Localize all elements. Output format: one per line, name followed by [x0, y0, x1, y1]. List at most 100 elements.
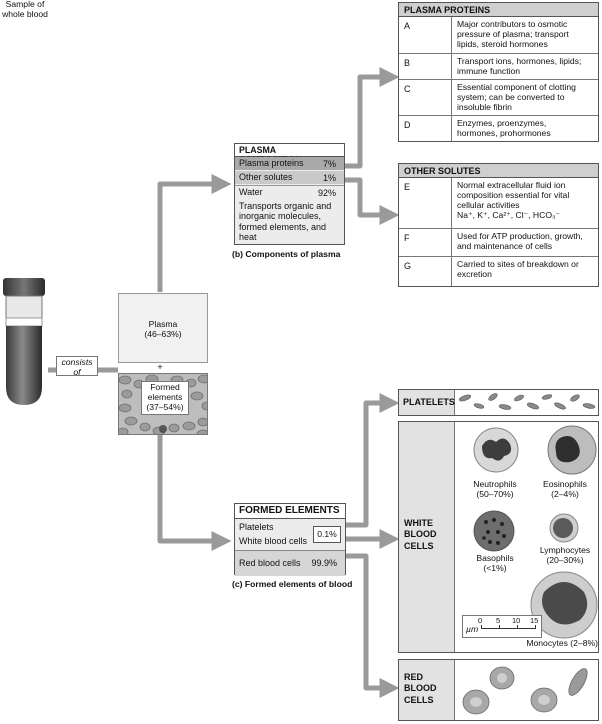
- desc-line: Carried to sites of breakdown or: [457, 259, 579, 269]
- plasma-composition-title: PLASMA COMPOSITION: [235, 144, 344, 165]
- column-divider: [451, 178, 452, 286]
- formed-row-rbc: Red blood cells 99.9%: [235, 550, 345, 576]
- scale-tick-label: 5: [496, 616, 501, 625]
- row-description: Essential component of clotting system; …: [457, 82, 594, 113]
- sample-label: Sample of whole blood: [0, 0, 50, 20]
- wbc-illustrations: [473, 425, 598, 639]
- sample-label-line1: Sample of: [5, 0, 45, 9]
- plasma-box: Plasma (46–63%): [118, 293, 208, 363]
- row-letter: A: [404, 21, 411, 31]
- water-note-line: inorganic molecules,: [239, 211, 322, 222]
- composition-row-solutes: Other solutes 1%: [235, 171, 344, 184]
- caption-components-of-plasma: (b) Components of plasma: [232, 249, 341, 259]
- desc-line: system; can be converted to: [457, 91, 565, 102]
- platelets-icon: [459, 393, 596, 410]
- formed-row-platelets: Platelets: [239, 522, 274, 532]
- scale-bar: µm 0 5 10 15: [462, 615, 542, 638]
- formed-elements-box: Formed elements (37–54%): [118, 373, 208, 435]
- composition-row-water: Water 92%: [235, 185, 344, 198]
- basophil-icon: [473, 510, 515, 552]
- row-letter: D: [404, 120, 411, 130]
- formed-elements-title: FORMED ELEMENTS: [235, 504, 345, 519]
- cell-pct: (50–70%): [476, 488, 514, 499]
- scale-tick-label: 0: [478, 616, 483, 625]
- formed-range: (37–54%): [146, 401, 184, 412]
- desc-line: immune function: [457, 65, 521, 76]
- plasma-label: Plasma: [148, 319, 178, 329]
- formed-value-rbc: 99.9%: [311, 558, 337, 568]
- desc-line: pressure of plasma; transport: [457, 28, 569, 39]
- desc-line: lipids, steroid hormones: [457, 38, 548, 49]
- row-letter: F: [404, 233, 410, 243]
- water-note-line: formed elements, and heat: [239, 221, 327, 243]
- cell-pct: (20–30%): [546, 554, 584, 565]
- scale-unit: µm: [466, 624, 479, 634]
- composition-label: Water: [239, 187, 263, 197]
- desc-line: composition essential for vital: [457, 189, 570, 200]
- protein-row-b: B Transport ions, hormones, lipids; immu…: [399, 53, 598, 79]
- composition-value: 1%: [322, 173, 336, 183]
- consists-of-line1: consists: [61, 357, 93, 367]
- formed-line2: elements: [147, 391, 183, 402]
- rbc-title-line: CELLS: [404, 694, 434, 705]
- test-tube-icon: [3, 278, 45, 405]
- wbc-title-line: BLOOD: [404, 529, 437, 540]
- monocyte-icon: [530, 571, 598, 639]
- composition-value: 7%: [322, 159, 336, 169]
- protein-row-d: D Enzymes, proenzymes, hormones, prohorm…: [399, 115, 598, 142]
- solute-row-e: E Normal extracellular fluid ion composi…: [399, 178, 598, 228]
- basophils-label: Basophils (<1%): [456, 553, 534, 574]
- row-letter: G: [404, 261, 412, 271]
- rbc-title-line: RED: [404, 672, 424, 682]
- plasma-proteins-panel: PLASMA PROTEINS A Major contributors to …: [398, 2, 599, 142]
- composition-label: Other solutes: [239, 172, 293, 182]
- plasma-proteins-title: PLASMA PROTEINS: [399, 3, 598, 17]
- plasma-box-text: Plasma (46–63%): [119, 319, 207, 340]
- scale-tick: [535, 625, 536, 629]
- eosinophil-icon: [547, 425, 597, 475]
- composition-row-proteins: Plasma proteins 7%: [235, 157, 344, 170]
- desc-line: Major contributors to osmotic: [457, 19, 568, 29]
- wbc-panel: WHITE BLOOD CELLS Neutroph: [398, 421, 599, 653]
- formed-value-wbc: 0.1%: [313, 526, 341, 543]
- rbc-title: RED BLOOD CELLS: [399, 660, 455, 720]
- cell-pct: (2–8%): [570, 638, 598, 648]
- scale-tick-label: 10: [512, 616, 521, 625]
- desc-line: Normal extracellular fluid ion: [457, 180, 566, 190]
- desc-line: Used for ATP production, growth,: [457, 231, 583, 241]
- desc-line: insoluble fibrin: [457, 101, 512, 112]
- lymphocytes-label: Lymphocytes (20–30%): [532, 545, 598, 566]
- desc-line: Essential component of clotting: [457, 82, 576, 92]
- scale-tick-label: 15: [530, 616, 539, 625]
- arrow-to-rbc: [346, 553, 400, 698]
- other-solutes-panel: OTHER SOLUTES E Normal extracellular flu…: [398, 163, 599, 287]
- scale-tick: [481, 625, 482, 629]
- row-description: Major contributors to osmotic pressure o…: [457, 19, 594, 50]
- desc-line: Enzymes, proenzymes,: [457, 118, 547, 128]
- wbc-title-line: CELLS: [404, 540, 434, 551]
- desc-line: Transport ions, hormones, lipids;: [457, 56, 582, 66]
- arrow-formed-to-elements: [157, 434, 232, 551]
- cell-name: Eosinophils: [543, 479, 587, 489]
- protein-row-a: A Major contributors to osmotic pressure…: [399, 17, 598, 53]
- cell-name: Monocytes: [526, 638, 568, 648]
- rbc-title-line: BLOOD: [404, 683, 437, 694]
- row-description: Normal extracellular fluid ion compositi…: [457, 180, 594, 221]
- row-description: Carried to sites of breakdown or excreti…: [457, 259, 594, 280]
- consists-of-line2: of: [73, 366, 81, 377]
- arrow-to-other-solutes: [345, 177, 400, 225]
- plus-sign: +: [157, 362, 163, 373]
- desc-line: cellular activities: [457, 199, 520, 210]
- cell-pct: (<1%): [483, 562, 507, 573]
- scale-tick: [517, 625, 518, 629]
- scale-line: [481, 628, 535, 629]
- lymphocyte-icon: [549, 513, 579, 543]
- desc-line: hormones, prohormones: [457, 127, 551, 138]
- eosinophils-label: Eosinophils (2–4%): [535, 479, 595, 500]
- caption-formed-elements: (c) Formed elements of blood: [232, 579, 353, 589]
- row-description: Enzymes, proenzymes, hormones, prohormon…: [457, 118, 594, 139]
- row-letter: C: [404, 84, 411, 94]
- neutrophil-icon: [473, 427, 519, 473]
- desc-line: and maintenance of cells: [457, 240, 553, 251]
